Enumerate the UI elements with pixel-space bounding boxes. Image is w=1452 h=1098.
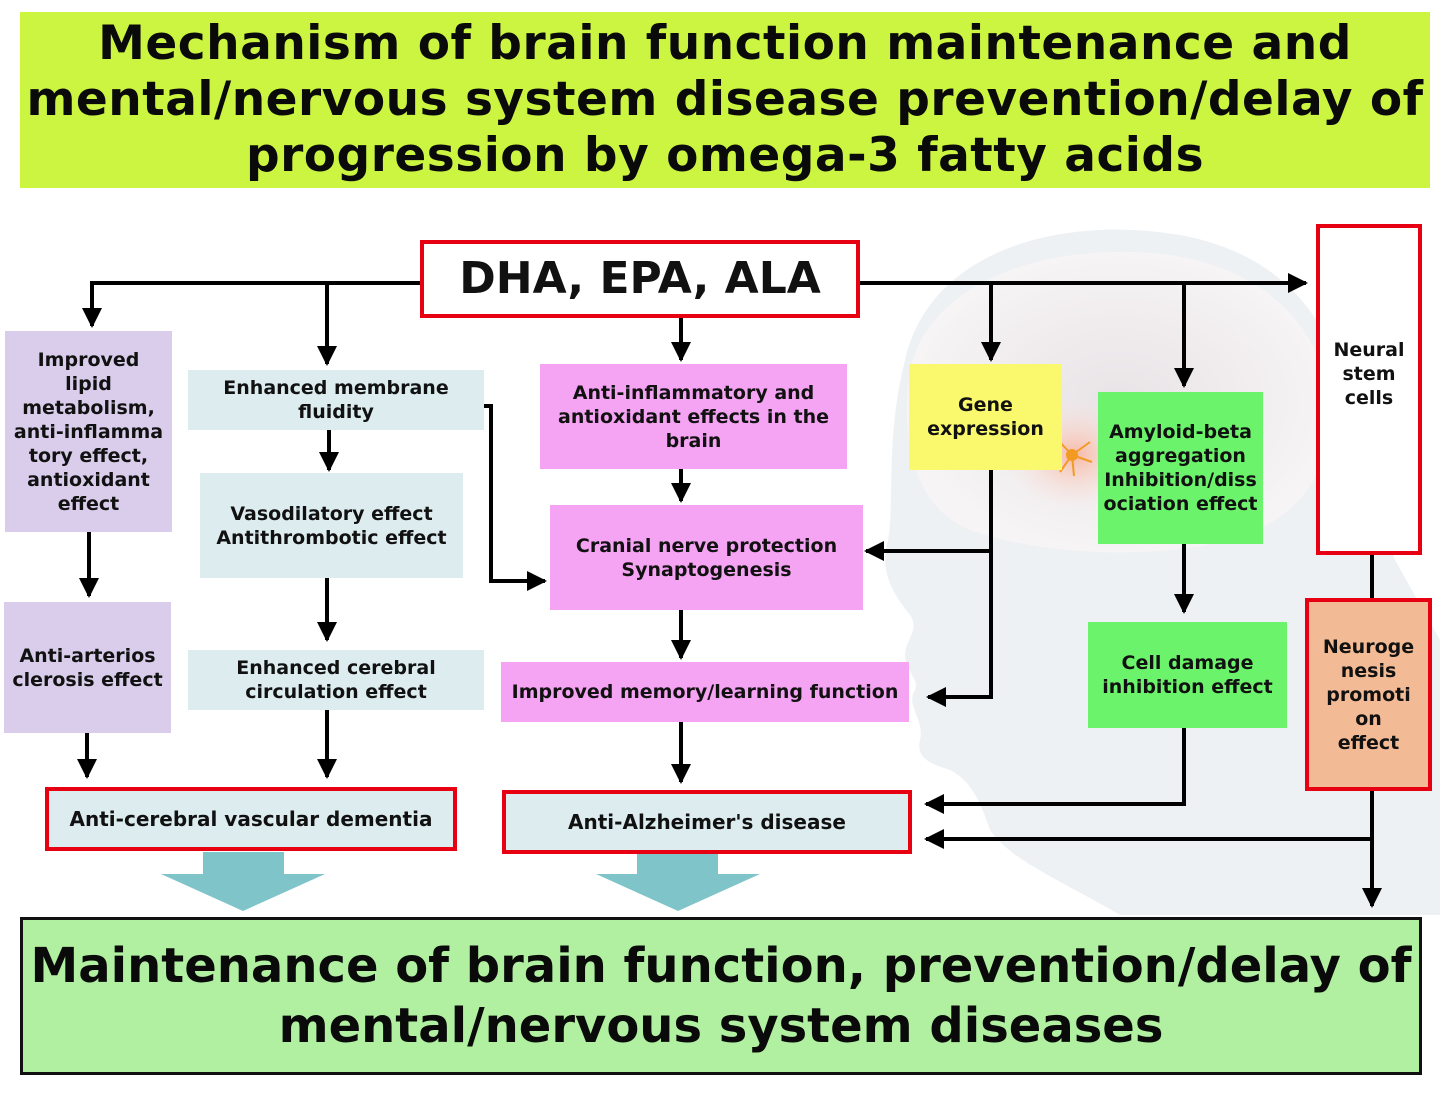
node-neurogenesis-promotion: Neuroge nesis promoti on effect [1305, 598, 1432, 791]
outcome-anti-cerebral-vascular-dementia: Anti-cerebral vascular dementia [45, 787, 457, 851]
node-neural-stem-cells: Neural stem cells [1316, 224, 1422, 555]
big-arrow-center [596, 852, 760, 911]
node-cranial-nerve-protection: Cranial nerve protection Synaptogenesis [550, 505, 863, 610]
node-enhanced-cerebral-circulation: Enhanced cerebral circulation effect [188, 650, 484, 710]
node-enhanced-membrane-fluidity: Enhanced membrane fluidity [188, 370, 484, 430]
node-gene-expression: Gene expression [909, 364, 1062, 470]
source-dha-epa-ala: DHA, EPA, ALA [420, 240, 860, 318]
big-arrow-left [161, 852, 325, 911]
node-anti-arteriosclerosis: Anti-arterios clerosis effect [4, 602, 171, 733]
node-cell-damage-inhibition: Cell damage inhibition effect [1088, 622, 1287, 728]
node-vasodilatory-effect: Vasodilatory effect Antithrombotic effec… [200, 473, 463, 578]
node-anti-inflammatory-brain: Anti-inflammatory and antioxidant effect… [540, 364, 847, 469]
node-improved-lipid-metabolism: Improved lipid metabolism, anti-inflamma… [5, 331, 172, 532]
node-amyloid-beta-inhibition: Amyloid-beta aggregation Inhibition/diss… [1098, 392, 1263, 544]
title-banner: Mechanism of brain function maintenance … [20, 12, 1430, 188]
outcome-anti-alzheimers-disease: Anti-Alzheimer's disease [502, 790, 912, 854]
neuron-icon [1057, 439, 1093, 477]
node-improved-memory-learning: Improved memory/learning function [501, 662, 909, 722]
conclusion-banner: Maintenance of brain function, preventio… [20, 917, 1422, 1075]
